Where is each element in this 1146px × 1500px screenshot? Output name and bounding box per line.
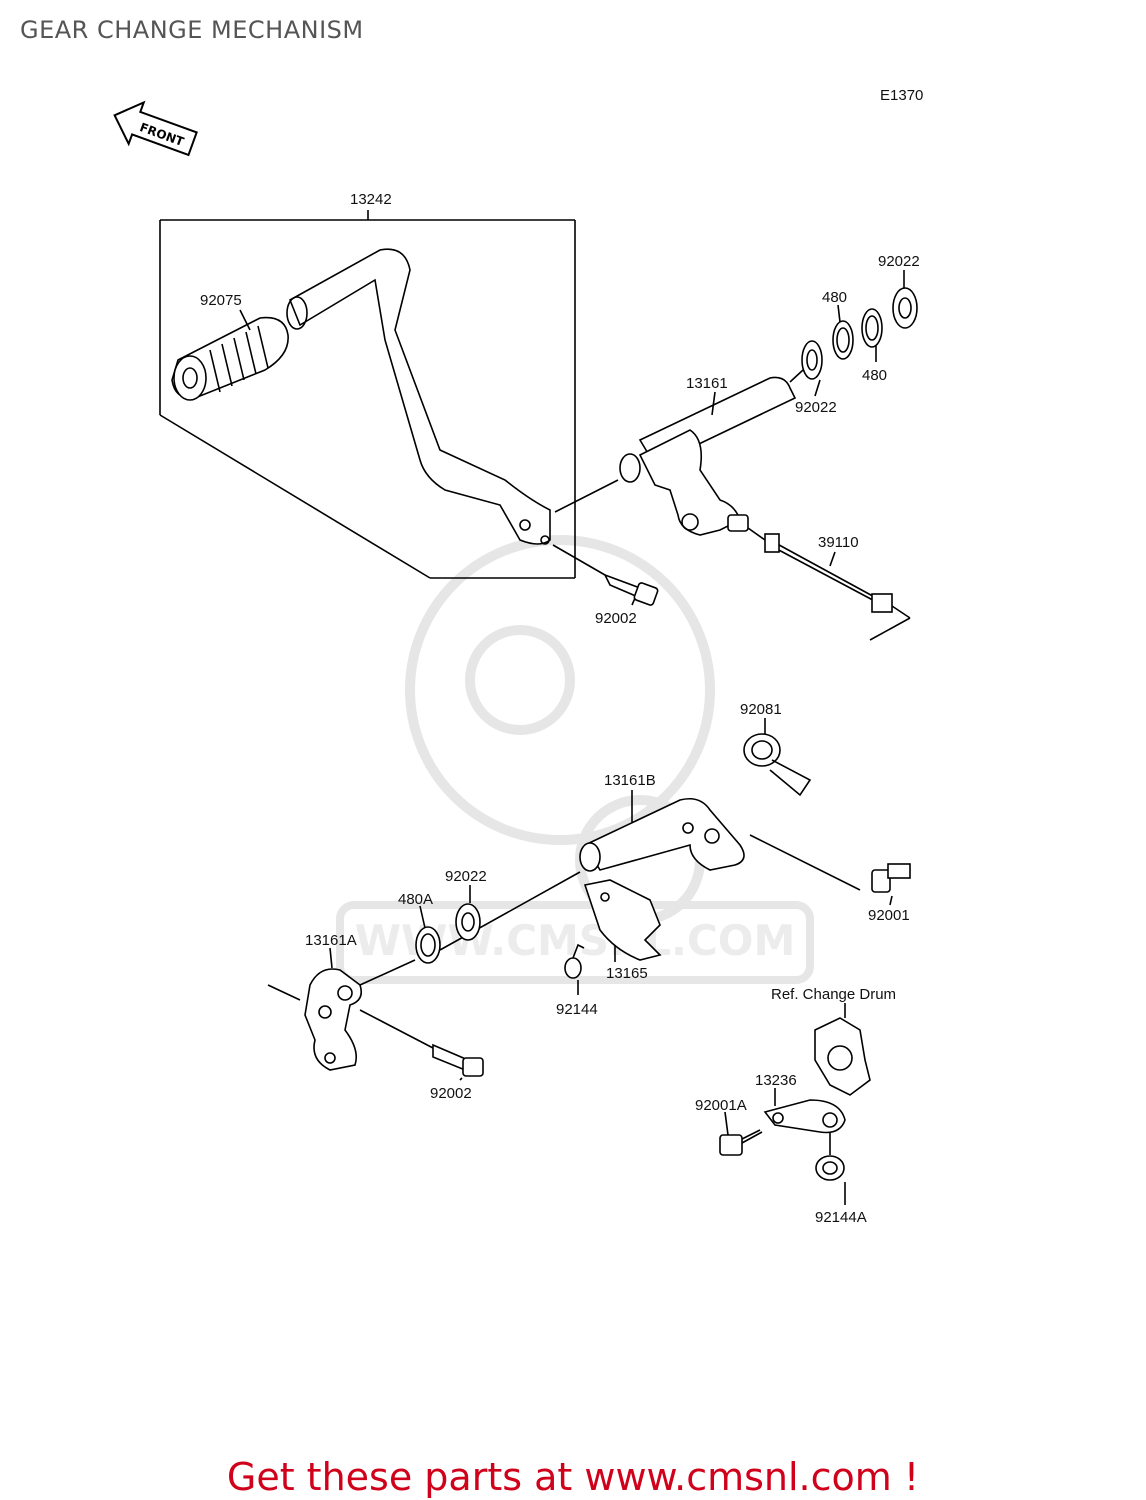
shift-shaft — [554, 376, 797, 536]
shift-pedal — [286, 248, 551, 545]
part-label-39110: 39110 — [818, 534, 859, 551]
shift-lever-13161a — [267, 959, 416, 1071]
plate-13165 — [583, 879, 662, 961]
part-label-13161b: 13161B — [604, 772, 656, 789]
part-label-92022-low: 92022 — [445, 868, 487, 885]
promo-footer-link[interactable]: Get these parts at www.cmsnl.com ! — [226, 1455, 920, 1499]
part-label-92002-low: 92002 — [430, 1085, 472, 1102]
part-label-92022-mid: 92022 — [795, 399, 837, 416]
shift-pedal-assembly-box — [159, 210, 576, 579]
spring-92144 — [564, 943, 585, 979]
bolt-low — [359, 1009, 484, 1077]
stopper-13236 — [739, 1099, 846, 1141]
part-label-92001: 92001 — [868, 907, 910, 924]
bolt-92001a — [719, 1131, 763, 1156]
watermark-logo: WWW.CMSNL.COM — [336, 535, 814, 984]
part-label-92144a: 92144A — [815, 1209, 867, 1226]
part-label-92144: 92144 — [556, 1001, 598, 1018]
part-label-13161: 13161 — [686, 375, 728, 392]
part-label-13242: 13242 — [350, 191, 392, 208]
spring-92144a — [815, 1132, 845, 1181]
part-label-480-a: 480 — [822, 289, 847, 306]
washers-top — [789, 287, 918, 383]
part-label-92022-top: 92022 — [878, 253, 920, 270]
part-label-92001a: 92001A — [695, 1097, 747, 1114]
pedal-rubber — [171, 316, 289, 401]
tie-rod — [747, 527, 911, 641]
ref-change-drum-label: Ref. Change Drum — [771, 986, 896, 1003]
part-label-92081: 92081 — [740, 701, 782, 718]
part-label-92002-top: 92002 — [595, 610, 637, 627]
part-label-13236: 13236 — [755, 1072, 797, 1089]
shift-shaft-b — [439, 797, 861, 951]
front-arrow-icon: FRONT — [113, 100, 198, 157]
part-label-480-b: 480 — [862, 367, 887, 384]
bolt-top — [552, 544, 659, 606]
part-label-13165: 13165 — [606, 965, 648, 982]
page-title: GEAR CHANGE MECHANISM — [20, 16, 364, 44]
washers-low — [415, 903, 481, 964]
part-label-92075: 92075 — [200, 292, 242, 309]
part-label-480a: 480A — [398, 891, 433, 908]
part-label-13161a: 13161A — [305, 932, 357, 949]
diagram-code: E1370 — [880, 87, 923, 104]
change-drum — [814, 1017, 871, 1096]
return-spring — [743, 733, 812, 797]
parts-diagram: WWW.CMSNL.COM E1370 FRONT — [113, 87, 923, 1226]
bolt-92001 — [871, 863, 911, 893]
